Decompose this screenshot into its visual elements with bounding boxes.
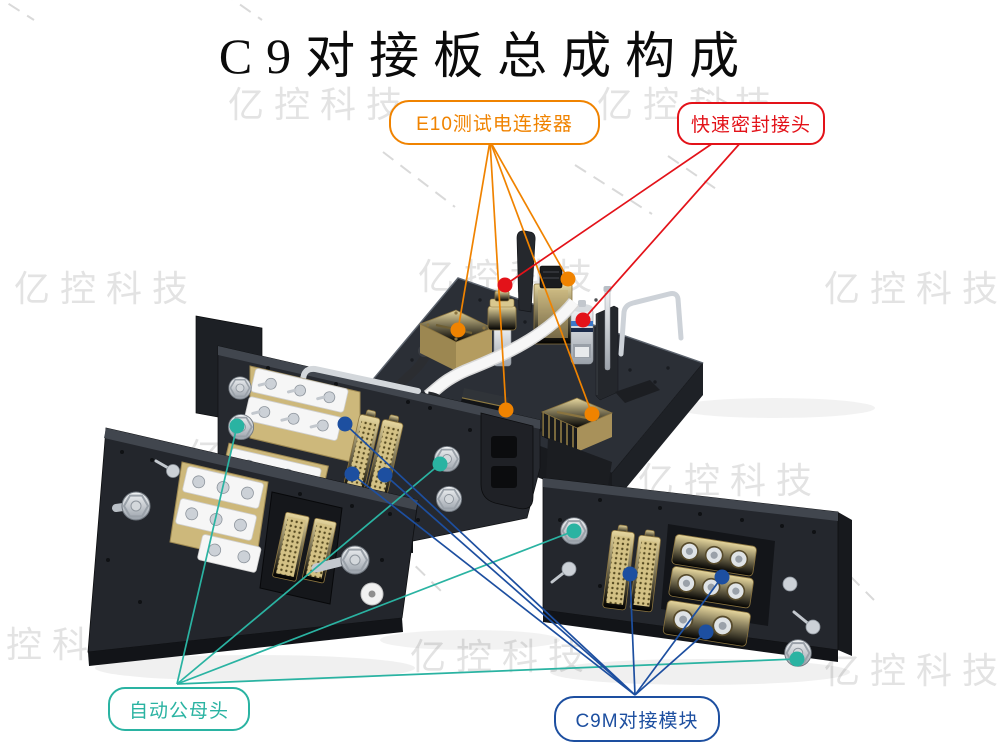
- dot-auto: [229, 418, 245, 434]
- dot-e10: [498, 402, 514, 418]
- callout-auto-coupler: 自动公母头: [108, 687, 250, 731]
- leader-lines-c9m: [344, 423, 723, 696]
- dot-auto: [566, 523, 582, 539]
- dot-seal: [497, 277, 513, 293]
- leader-lines: [176, 140, 798, 696]
- washer: [360, 582, 384, 606]
- page-title: C9对接板总成构成: [218, 28, 754, 84]
- panel-pin: [550, 561, 577, 584]
- watermark-text: 亿控科技: [824, 650, 1000, 691]
- dot-e10: [450, 322, 466, 338]
- watermark-text: 亿控科技: [410, 636, 595, 677]
- left-panel: [87, 427, 419, 666]
- dot-auto: [789, 651, 805, 667]
- watermark-text: 亿控科技: [14, 268, 199, 309]
- c9m-mesh-connector: [602, 524, 635, 611]
- right-panel: [542, 438, 852, 668]
- callout-quick-seal: 快速密封接头: [677, 102, 825, 145]
- leader-lines-seal: [504, 140, 743, 321]
- panel-bolt: [782, 576, 798, 592]
- dot-c9m: [337, 416, 353, 432]
- dot-c9m: [698, 624, 714, 640]
- dot-e10: [584, 406, 600, 422]
- callout-dots: [229, 271, 805, 667]
- dot-c9m: [377, 467, 393, 483]
- leader-lines-e10: [457, 140, 593, 415]
- dot-seal: [575, 312, 591, 328]
- panel-pin: [154, 459, 180, 478]
- panel-hex-bolt: [112, 491, 151, 521]
- dot-auto: [432, 456, 448, 472]
- panel-bolt: [435, 485, 463, 513]
- black-connector-wedge: [615, 380, 660, 403]
- callout-c9m-module: C9M对接模块: [554, 696, 720, 742]
- leader-lines-auto: [176, 425, 798, 685]
- panel-pin: [792, 610, 821, 635]
- watermark-text: 亿控科技: [824, 268, 1000, 309]
- panel-hex-bolt: [311, 545, 370, 575]
- watermark-text: 亿控科技: [228, 84, 413, 125]
- dot-e10: [560, 271, 576, 287]
- dot-c9m: [714, 569, 730, 585]
- mesh-socket-frame: [259, 491, 343, 605]
- callout-e10-connector: E10测试电连接器: [389, 100, 600, 145]
- panel-bolt: [228, 375, 252, 401]
- auto-terminal-blocks: [220, 365, 361, 502]
- c9m-mesh-connector: [629, 529, 661, 613]
- dot-c9m: [344, 466, 360, 482]
- dot-c9m: [622, 566, 638, 582]
- handle: [618, 291, 684, 357]
- front-ear-bracket: [480, 412, 534, 510]
